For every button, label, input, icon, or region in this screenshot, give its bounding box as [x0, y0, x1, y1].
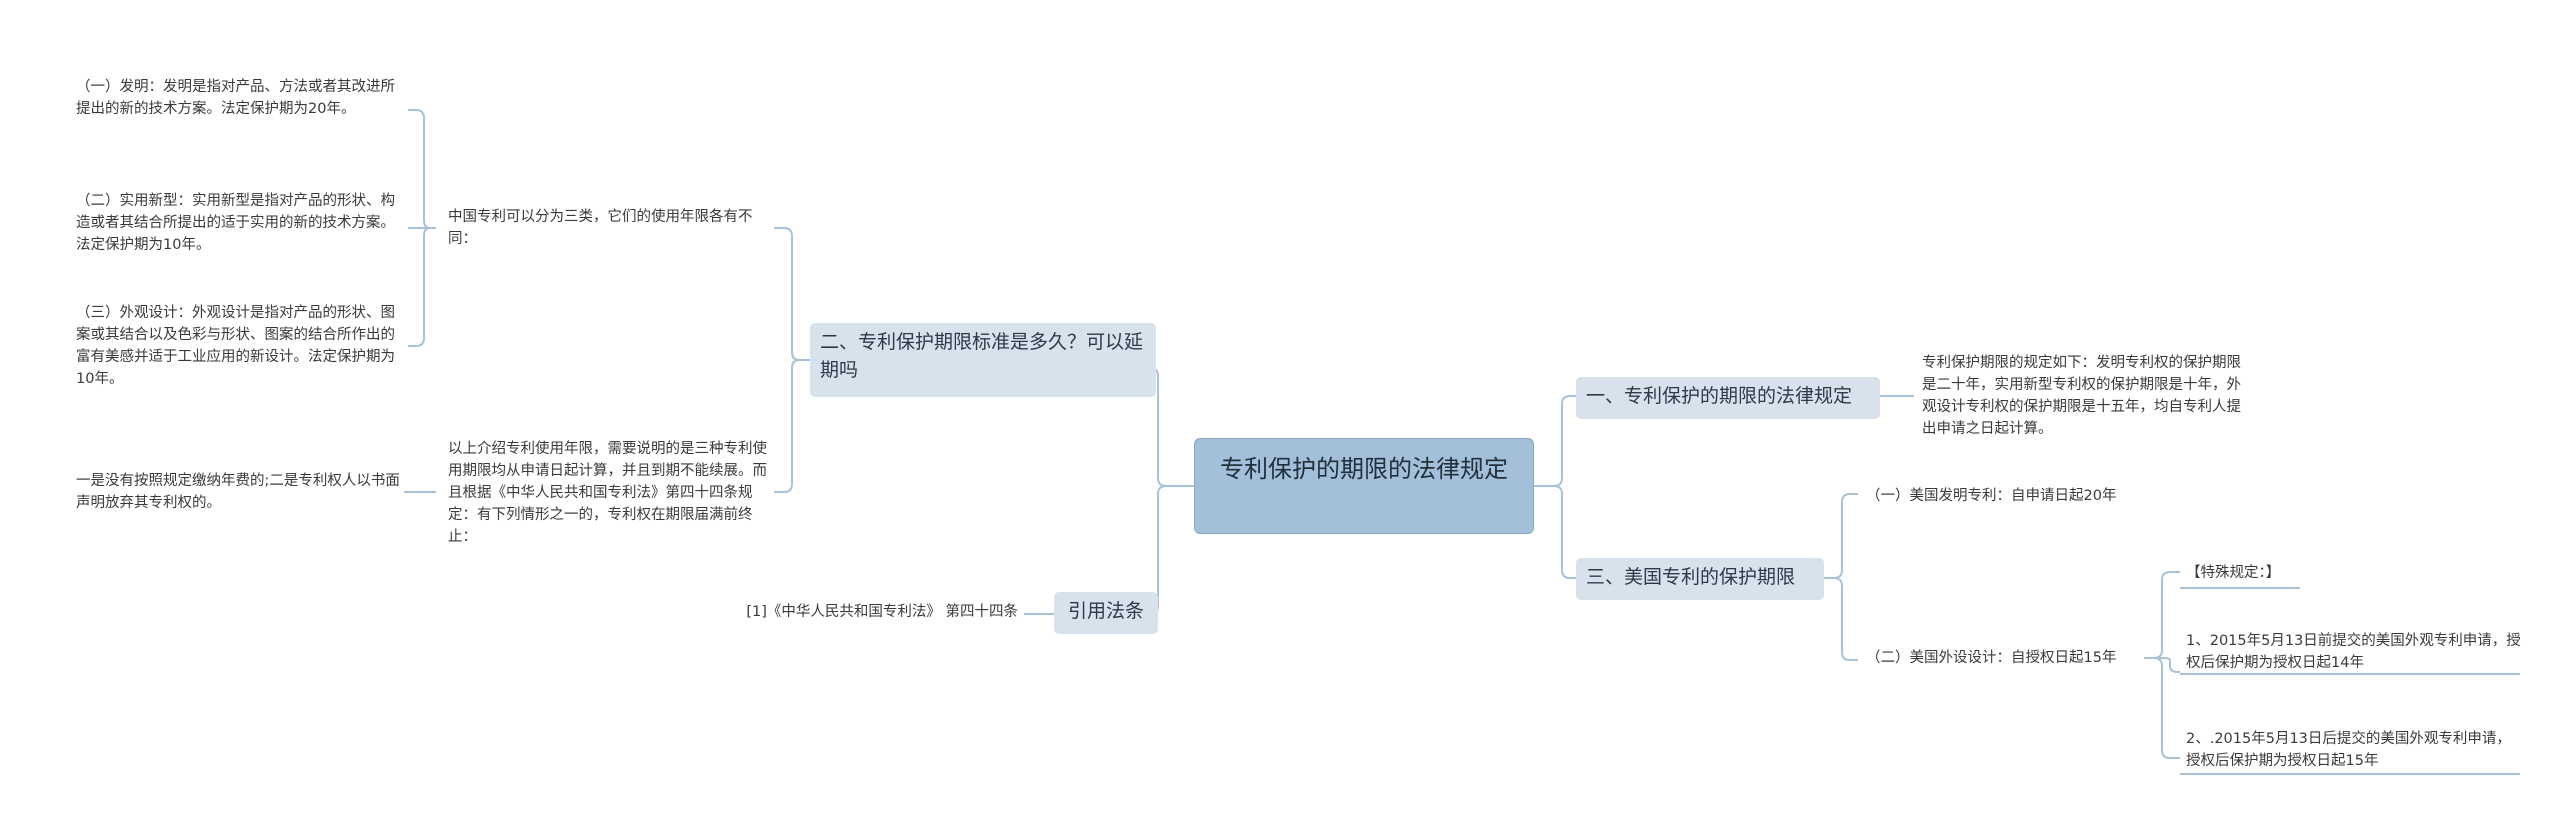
link-branch-three-us-invention [1824, 493, 1858, 579]
branch-one-topic[interactable]: 一、专利保护的期限的法律规定 [1576, 377, 1880, 419]
branch-three-topic[interactable]: 三、美国专利的保护期限 [1576, 558, 1824, 600]
special-header-text[interactable]: 【特殊规定：】 [2186, 565, 2281, 581]
root-topic[interactable]: 专利保护的期限的法律规定 [1194, 438, 1534, 534]
branch-one-label: 一、专利保护的期限的法律规定 [1586, 385, 1853, 407]
branch-three-label: 三、美国专利的保护期限 [1586, 566, 1796, 588]
branch-two-topic[interactable]: 二、专利保护期限标准是多久？可以延期吗 [810, 323, 1156, 397]
cite-ref-text[interactable]: [1]《中华人民共和国专利法》 第四十四条 [746, 604, 1018, 620]
link-intro-invention [408, 109, 436, 229]
link-branch-two-summary [774, 359, 810, 493]
link-root-branch-one [1534, 395, 1576, 487]
summary-text[interactable]: 以上介绍专利使用年限，需要说明的是三种专利使用期限均从申请日起计算，并且到期不能… [448, 441, 767, 545]
link-us-design-special-2 [2144, 657, 2180, 759]
intro-text[interactable]: 中国专利可以分为三类，它们的使用年限各有不同： [448, 209, 753, 247]
branch-one-detail-text[interactable]: 专利保护期限的规定如下：发明专利权的保护期限是二十年，实用新型专利权的保护期限是… [1922, 355, 2241, 437]
termination-text[interactable]: 一是没有按照规定缴纳年费的;二是专利权人以书面声明放弃其专利权的。 [76, 473, 400, 511]
link-intro-design [408, 227, 436, 347]
root-topic-label: 专利保护的期限的法律规定 [1220, 455, 1508, 483]
link-root-branch-three [1534, 485, 1576, 579]
type-invention-text[interactable]: （一）发明：发明是指对产品、方法或者其改进所提出的新的技术方案。法定保护期为20… [76, 79, 395, 117]
branch-two-label: 二、专利保护期限标准是多久？可以延期吗 [820, 331, 1144, 381]
special-rule-1-text[interactable]: 1、2015年5月13日前提交的美国外观专利申请，授权后保护期为授权日起14年 [2186, 633, 2521, 671]
link-root-branch-two [1149, 367, 1194, 487]
link-us-design-special-1 [2144, 657, 2180, 673]
link-branch-two-intro [774, 227, 810, 361]
cite-label: 引用法条 [1067, 600, 1144, 622]
special-rule-2-text[interactable]: 2、.2015年5月13日后提交的美国外观专利申请，授权后保护期为授权日起15年 [2186, 731, 2511, 769]
us-invention-text[interactable]: （一）美国发明专利：自申请日起20年 [1866, 488, 2117, 504]
link-branch-three-us-design [1824, 577, 1858, 661]
link-us-design-special-header [2144, 571, 2180, 659]
cite-topic[interactable]: 引用法条 [1054, 592, 1158, 634]
type-utility-text[interactable]: （二）实用新型：实用新型是指对产品的形状、构造或者其结合所提出的适于实用的新的技… [76, 193, 395, 253]
us-design-text[interactable]: （二）美国外设设计：自授权日起15年 [1866, 650, 2117, 666]
type-design-text[interactable]: （三）外观设计：外观设计是指对产品的形状、图案或其结合以及色彩与形状、图案的结合… [76, 305, 395, 387]
